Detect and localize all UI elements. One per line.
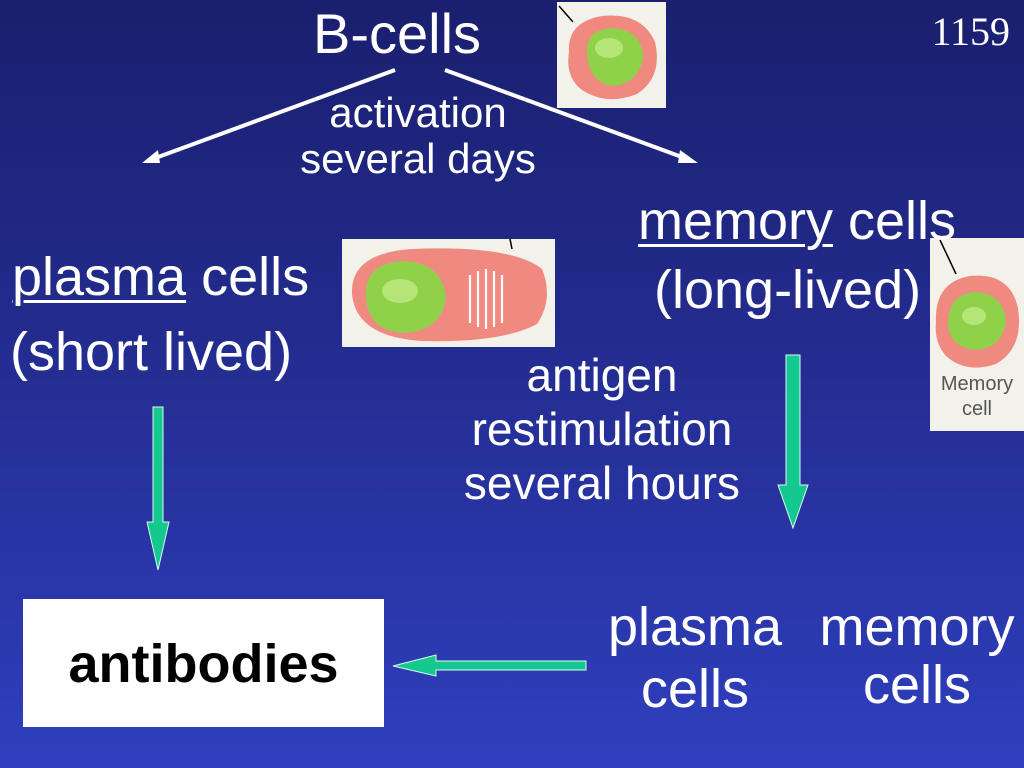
activation-line1: activation xyxy=(329,89,507,136)
plasma-rest: cells xyxy=(186,247,310,307)
antibodies-box: antibodies xyxy=(23,599,384,727)
arrow-to-antibodies-horizontal xyxy=(392,654,587,677)
restim-line1: antigen xyxy=(526,349,678,401)
activation-line2: several days xyxy=(300,135,536,182)
memory-caption-line1: Memory xyxy=(940,373,1014,395)
bottom-memory-line2: cells xyxy=(862,655,972,715)
restimulation-label: antigen restimulation several hours xyxy=(452,352,752,506)
restim-line3: several hours xyxy=(463,457,741,509)
memory-cells-label: memory cells xyxy=(638,194,956,248)
arrow-plasma-to-antibodies-vertical xyxy=(146,406,170,571)
slide-number: 1159 xyxy=(931,9,1010,54)
b-cell-image xyxy=(557,2,666,108)
b-cells-title: B-cells xyxy=(313,2,482,65)
memory-cell-caption: Memory cell xyxy=(930,372,1024,422)
arrow-memory-down xyxy=(777,354,809,530)
memory-word: memory xyxy=(638,191,834,251)
plasma-cell-image xyxy=(342,238,555,347)
plasma-cells-label: plasma cells xyxy=(12,250,309,304)
activation-label: activation several days xyxy=(298,92,538,180)
memory-caption-line2: cell xyxy=(961,398,992,420)
antibodies-label: antibodies xyxy=(68,634,339,694)
arrow-to-memory xyxy=(444,68,698,163)
bottom-plasma-line2: cells xyxy=(640,659,750,719)
plasma-lifespan: (short lived) xyxy=(10,322,293,382)
bottom-memory-line1: memory xyxy=(819,597,1015,657)
memory-lifespan: (long-lived) xyxy=(654,260,922,320)
plasma-word: plasma xyxy=(12,247,187,307)
restim-line2: restimulation xyxy=(471,403,733,455)
bottom-plasma-cells: plasma cells xyxy=(600,600,790,716)
bottom-plasma-line1: plasma xyxy=(607,597,783,657)
bottom-memory-cells: memory cells xyxy=(815,600,1019,712)
memory-rest: cells xyxy=(833,191,957,251)
arrow-to-plasma xyxy=(142,68,396,163)
memory-cell-image: Memory cell xyxy=(930,238,1024,431)
